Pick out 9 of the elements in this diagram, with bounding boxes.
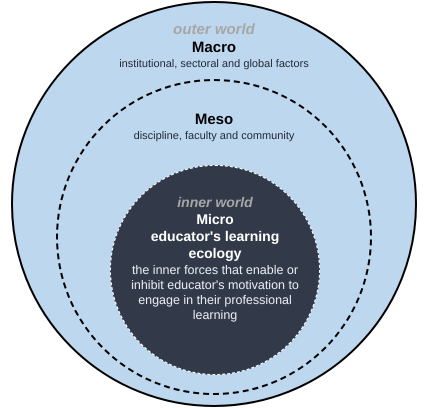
circle-title: Meso xyxy=(194,111,234,129)
circle-title: Micro xyxy=(196,211,234,228)
circle-description: the inner forces that enable or inhibit educator's motivation to engage in their professional learning xyxy=(130,263,300,323)
circle-description: institutional, sectoral and global factors xyxy=(119,57,309,71)
circle-heading: inner world xyxy=(177,194,253,211)
circle-subtitle: educator's learning ecology xyxy=(150,228,280,262)
circle-heading: outer world xyxy=(173,21,255,39)
circle-description: discipline, faculty and community xyxy=(134,129,294,143)
circle-title: Macro xyxy=(192,39,236,57)
